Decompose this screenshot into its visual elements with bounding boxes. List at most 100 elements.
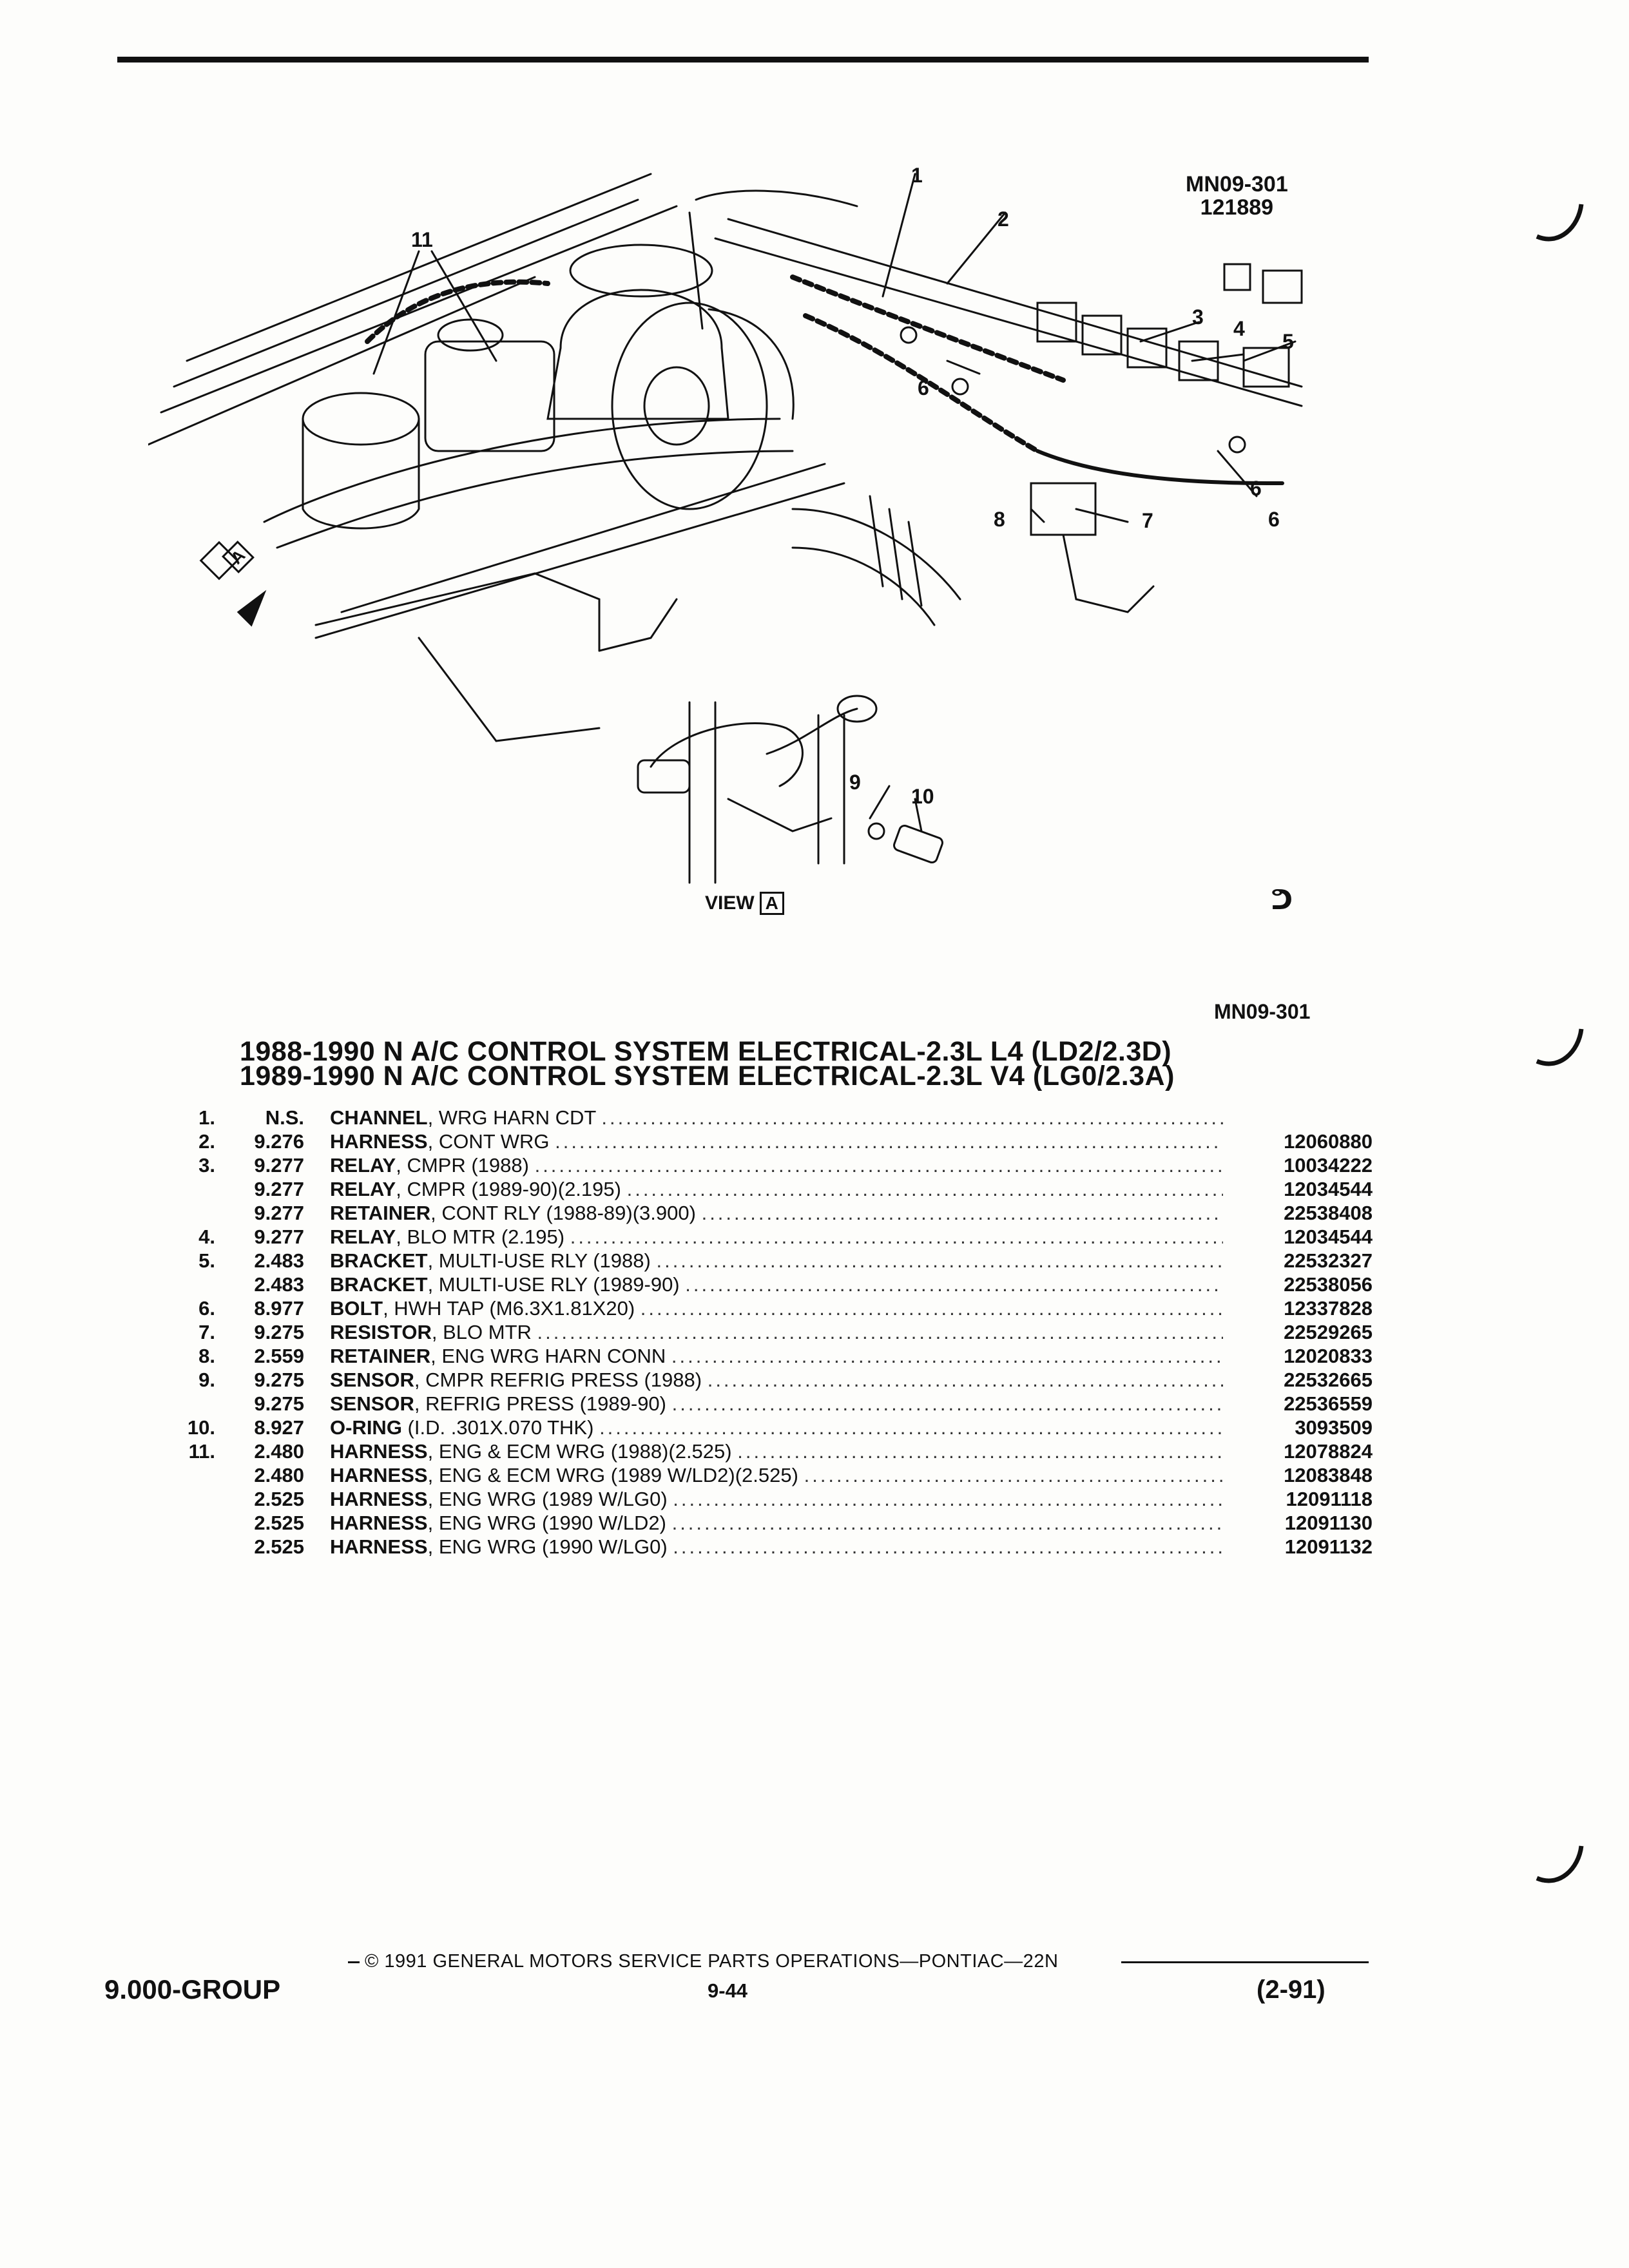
parts-row: 9.277 RETAINER, CONT RLY (1988-89)(3.900)…: [174, 1201, 1373, 1225]
part-detail: , REFRIG PRESS (1989-90): [414, 1392, 666, 1415]
part-name: RETAINER: [330, 1345, 431, 1367]
item-number: 11.: [188, 1440, 215, 1463]
leader-dots: ........................................…: [555, 1130, 1223, 1153]
callout-6c: 6: [1250, 477, 1262, 500]
footer-date: (2-91): [1257, 1975, 1325, 2004]
binder-hook-icon: [1536, 204, 1584, 242]
part-description: RETAINER, ENG WRG HARN CONN ............…: [330, 1344, 1223, 1368]
part-detail: , CMPR REFRIG PRESS (1988): [414, 1369, 702, 1391]
part-detail: , WRG HARN CDT: [427, 1106, 596, 1129]
part-detail: , ENG WRG (1990 W/LG0): [427, 1535, 668, 1558]
callout-11: 11: [411, 228, 433, 251]
item-number: 8.: [198, 1345, 215, 1367]
parts-row: 1. N.S. CHANNEL, WRG HARN CDT ............…: [174, 1106, 1373, 1129]
part-description: RELAY, CMPR (1989-90)(2.195) ...........…: [330, 1177, 1223, 1201]
part-name: HARNESS: [330, 1512, 428, 1534]
part-description: BRACKET, MULTI-USE RLY (1989-90) .......…: [330, 1273, 1223, 1296]
callout-10: 9: [849, 771, 861, 794]
part-description: HARNESS, ENG & ECM WRG (1989 W/LD2)(2.52…: [330, 1463, 1223, 1487]
callout-2: 2: [998, 207, 1009, 231]
callout-6b: 6: [1268, 508, 1280, 531]
part-detail: , MULTI-USE RLY (1988): [427, 1249, 651, 1272]
group-number: 9.276: [254, 1130, 304, 1153]
part-number: 12091132: [1284, 1535, 1373, 1558]
leader-dots: ........................................…: [570, 1225, 1223, 1248]
part-number: 12083848: [1284, 1464, 1373, 1486]
part-name: RELAY: [330, 1178, 396, 1200]
item-number: 5.: [198, 1249, 215, 1272]
group-number: N.S.: [265, 1106, 304, 1129]
callout-6a: 6: [918, 376, 929, 399]
part-name: BRACKET: [330, 1249, 428, 1272]
leader-dots: ........................................…: [673, 1488, 1223, 1510]
callout-8: 8: [994, 508, 1005, 531]
footer-rule-right: [1121, 1961, 1369, 1963]
part-description: HARNESS, CONT WRG ......................…: [330, 1129, 1223, 1153]
part-description: BOLT, HWH TAP (M6.3X1.81X20) ...........…: [330, 1296, 1223, 1320]
parts-list: 1. N.S. CHANNEL, WRG HARN CDT ............…: [174, 1106, 1373, 1559]
part-name: SENSOR: [330, 1369, 414, 1391]
footer-page-number: 9-44: [708, 1979, 748, 2002]
part-number: 12078824: [1284, 1440, 1373, 1463]
group-number: 9.275: [254, 1392, 304, 1415]
part-description: RETAINER, CONT RLY (1988-89)(3.900) ....…: [330, 1201, 1223, 1225]
part-name: HARNESS: [330, 1535, 428, 1558]
part-detail: , BLO MTR: [431, 1321, 532, 1343]
part-number: 12034544: [1284, 1178, 1373, 1200]
part-detail: , ENG WRG (1989 W/LG0): [427, 1488, 668, 1510]
part-name: CHANNEL: [330, 1106, 428, 1129]
leader-dots: ........................................…: [804, 1464, 1223, 1486]
item-number: 9.: [198, 1369, 215, 1391]
item-number: 1.: [198, 1106, 215, 1129]
part-number: 22538056: [1284, 1273, 1373, 1296]
part-description: HARNESS, ENG WRG (1990 W/LG0) ..........…: [330, 1535, 1223, 1559]
leader-dots: ........................................…: [673, 1535, 1223, 1558]
group-number: 2.525: [254, 1535, 304, 1558]
item-number: 7.: [198, 1321, 215, 1343]
callout-5: 5: [1282, 330, 1294, 353]
part-description: CHANNEL, WRG HARN CDT ..................…: [330, 1106, 1223, 1129]
group-number: 8.977: [254, 1297, 304, 1320]
group-number: 2.525: [254, 1512, 304, 1534]
group-number: 2.480: [254, 1440, 304, 1463]
part-name: SENSOR: [330, 1392, 414, 1415]
item-number: 3.: [198, 1154, 215, 1177]
group-number: 9.277: [254, 1202, 304, 1224]
group-number: 2.483: [254, 1273, 304, 1296]
footer-copyright: © 1991 GENERAL MOTORS SERVICE PARTS OPER…: [365, 1951, 1059, 1972]
leader-dots: ........................................…: [534, 1154, 1223, 1177]
part-description: HARNESS, ENG & ECM WRG (1988)(2.525) ...…: [330, 1439, 1223, 1463]
leader-dots: ........................................…: [671, 1512, 1223, 1534]
leader-dots: ........................................…: [537, 1321, 1223, 1343]
parts-row: 2.483 BRACKET, MULTI-USE RLY (1989-90) ..…: [174, 1273, 1373, 1296]
part-detail: , CMPR (1988): [396, 1154, 529, 1177]
figure-code-bottom: MN09-301: [1214, 1000, 1311, 1023]
figure-code: MN09-301 121889: [1186, 172, 1288, 220]
part-name: RELAY: [330, 1225, 396, 1248]
part-detail: , CONT RLY (1988-89)(3.900): [430, 1202, 696, 1224]
group-number: 2.559: [254, 1345, 304, 1367]
part-detail: , BLO MTR (2.195): [396, 1225, 565, 1248]
part-name: HARNESS: [330, 1130, 428, 1153]
leader-dots: ........................................…: [640, 1297, 1223, 1320]
part-description: RELAY, BLO MTR (2.195) .................…: [330, 1225, 1223, 1249]
leader-dots: ........................................…: [626, 1178, 1223, 1200]
part-detail: , CMPR (1989-90)(2.195): [396, 1178, 621, 1200]
part-detail: , ENG WRG HARN CONN: [430, 1345, 666, 1367]
part-name: HARNESS: [330, 1440, 428, 1463]
part-detail: , CONT WRG: [427, 1130, 550, 1153]
part-number: 22529265: [1284, 1321, 1373, 1343]
group-number: 9.277: [254, 1178, 304, 1200]
part-name: BRACKET: [330, 1273, 428, 1296]
engine-bay-drawing: [147, 173, 1303, 884]
item-number: 2.: [198, 1130, 215, 1153]
part-name: HARNESS: [330, 1464, 428, 1486]
part-number: 10034222: [1284, 1154, 1373, 1177]
